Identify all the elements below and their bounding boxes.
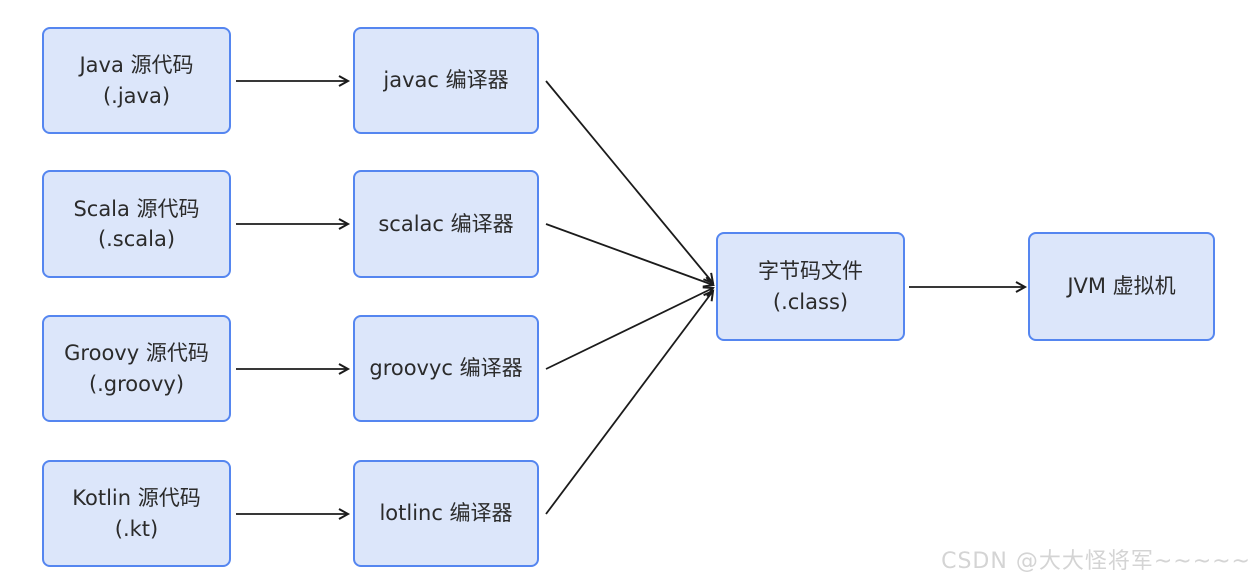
node-groovyc-compiler: groovyc 编译器 [353,315,539,422]
node-label: Groovy 源代码 [64,341,209,366]
node-java-source: Java 源代码 (.java) [42,27,231,134]
arrow-lotlinc-to-bytecode [545,289,715,515]
node-label: groovyc 编译器 [369,356,523,381]
node-label: (.class) [772,289,849,314]
node-scala-source: Scala 源代码 (.scala) [42,170,231,278]
node-label: JVM 虚拟机 [1067,274,1176,299]
node-label: javac 编译器 [383,68,509,93]
node-lotlinc-compiler: lotlinc 编译器 [353,460,539,567]
node-jvm: JVM 虚拟机 [1028,232,1215,341]
arrow-scalac-to-bytecode [545,223,715,288]
node-label: Scala 源代码 [73,196,200,221]
node-label: Java 源代码 [79,53,194,78]
node-bytecode-file: 字节码文件 (.class) [716,232,905,341]
node-javac-compiler: javac 编译器 [353,27,539,134]
node-label: (.scala) [97,227,176,251]
node-label: (.groovy) [88,371,185,396]
watermark: CSDN @大大怪将军~~~~~ [941,549,1251,574]
arrow-javac-to-bytecode [545,80,715,285]
node-groovy-source: Groovy 源代码 (.groovy) [42,315,231,422]
node-kotlin-source: Kotlin 源代码 (.kt) [42,460,231,567]
node-label: Kotlin 源代码 [72,486,201,511]
node-label: (.kt) [114,516,159,541]
node-label: 字节码文件 [758,259,863,284]
node-scalac-compiler: scalac 编译器 [353,170,539,278]
node-label: (.java) [102,83,171,108]
node-label: lotlinc 编译器 [379,501,513,526]
node-label: scalac 编译器 [378,211,514,236]
arrow-groovyc-to-bytecode [545,286,715,370]
